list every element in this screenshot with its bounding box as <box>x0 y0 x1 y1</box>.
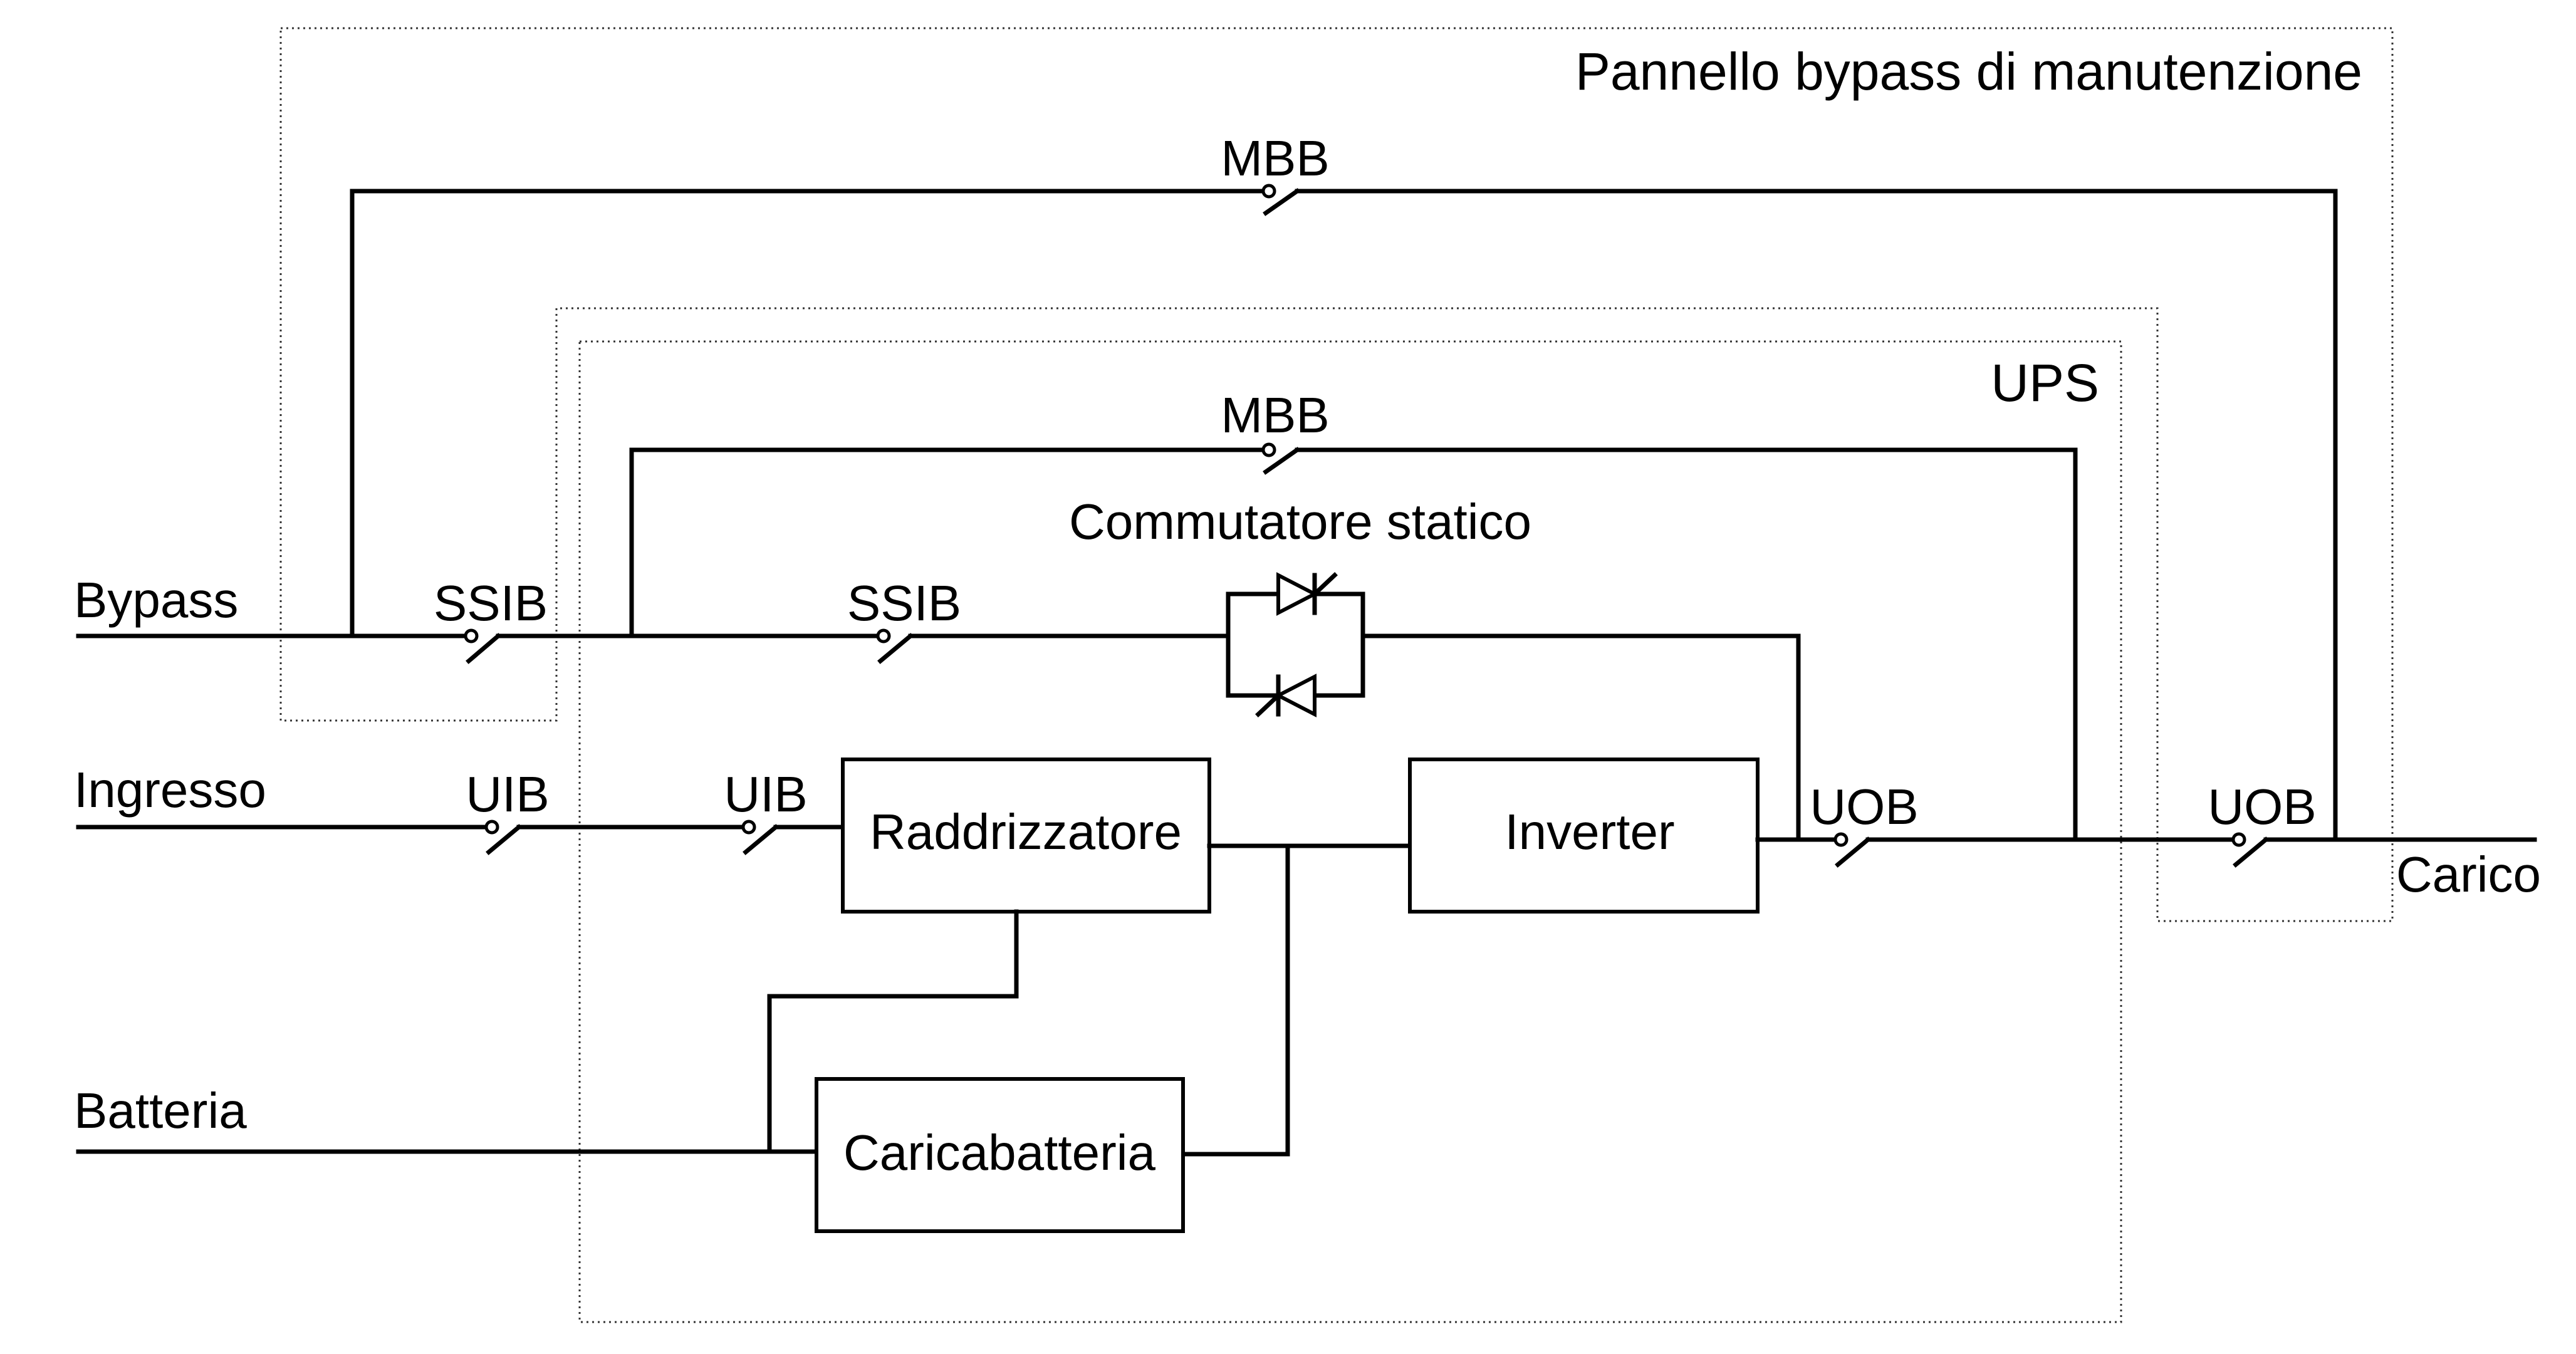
ups-label: UPS <box>1991 353 2099 412</box>
panel-mbb-contact <box>1261 184 1300 216</box>
panel-uob-label: UOB <box>2208 779 2316 835</box>
inverter-block <box>1408 758 1760 914</box>
ups-mbb-label: MBB <box>1221 387 1329 443</box>
battery-label: Batteria <box>74 1083 247 1138</box>
load-label: Carico <box>2396 846 2541 902</box>
panel-uib-contact <box>484 820 522 855</box>
ups-uob-contact <box>1833 832 1871 868</box>
panel-ssib-contact <box>464 628 501 664</box>
static-switch-output-line <box>1360 633 1801 842</box>
charger-label: Caricabatteria <box>843 1125 1156 1180</box>
panel-uob-contact <box>2231 832 2269 868</box>
ups-uob-label: UOB <box>1810 779 1918 835</box>
inverter-label: Inverter <box>1504 804 1674 860</box>
ups-ssib-contact <box>876 628 914 664</box>
charger-block <box>815 1077 1185 1233</box>
dc-bus-to-charger <box>1181 843 1290 1157</box>
panel-mbb-line-right <box>1295 189 2338 842</box>
panel-mbb-line <box>350 189 1271 638</box>
ups-ssib-label: SSIB <box>847 575 961 631</box>
panel-ssib-label: SSIB <box>434 575 548 631</box>
ups-uib-contact <box>741 820 779 855</box>
bypass-label: Bypass <box>74 572 238 628</box>
ups-uib-label: UIB <box>724 766 807 822</box>
ups-enclosure <box>578 340 2122 1323</box>
static-switch <box>1226 572 1365 717</box>
static-switch-label: Commutatore statico <box>1069 494 1531 549</box>
panel-mbb-label: MBB <box>1221 130 1329 186</box>
ups-mbb-line <box>629 447 1271 638</box>
ups-mbb-line-right <box>1295 447 2078 842</box>
rectifier-block <box>841 758 1211 914</box>
maintenance-panel-label: Pannello bypass di manutenzione <box>1575 42 2362 101</box>
rectifier-to-battery-line <box>767 909 1019 1154</box>
panel-uib-label: UIB <box>466 766 549 822</box>
input-label: Ingresso <box>74 762 266 818</box>
ups-mbb-contact <box>1261 442 1300 475</box>
rectifier-label: Raddrizzatore <box>870 804 1182 860</box>
maintenance-panel-enclosure <box>279 27 2394 922</box>
